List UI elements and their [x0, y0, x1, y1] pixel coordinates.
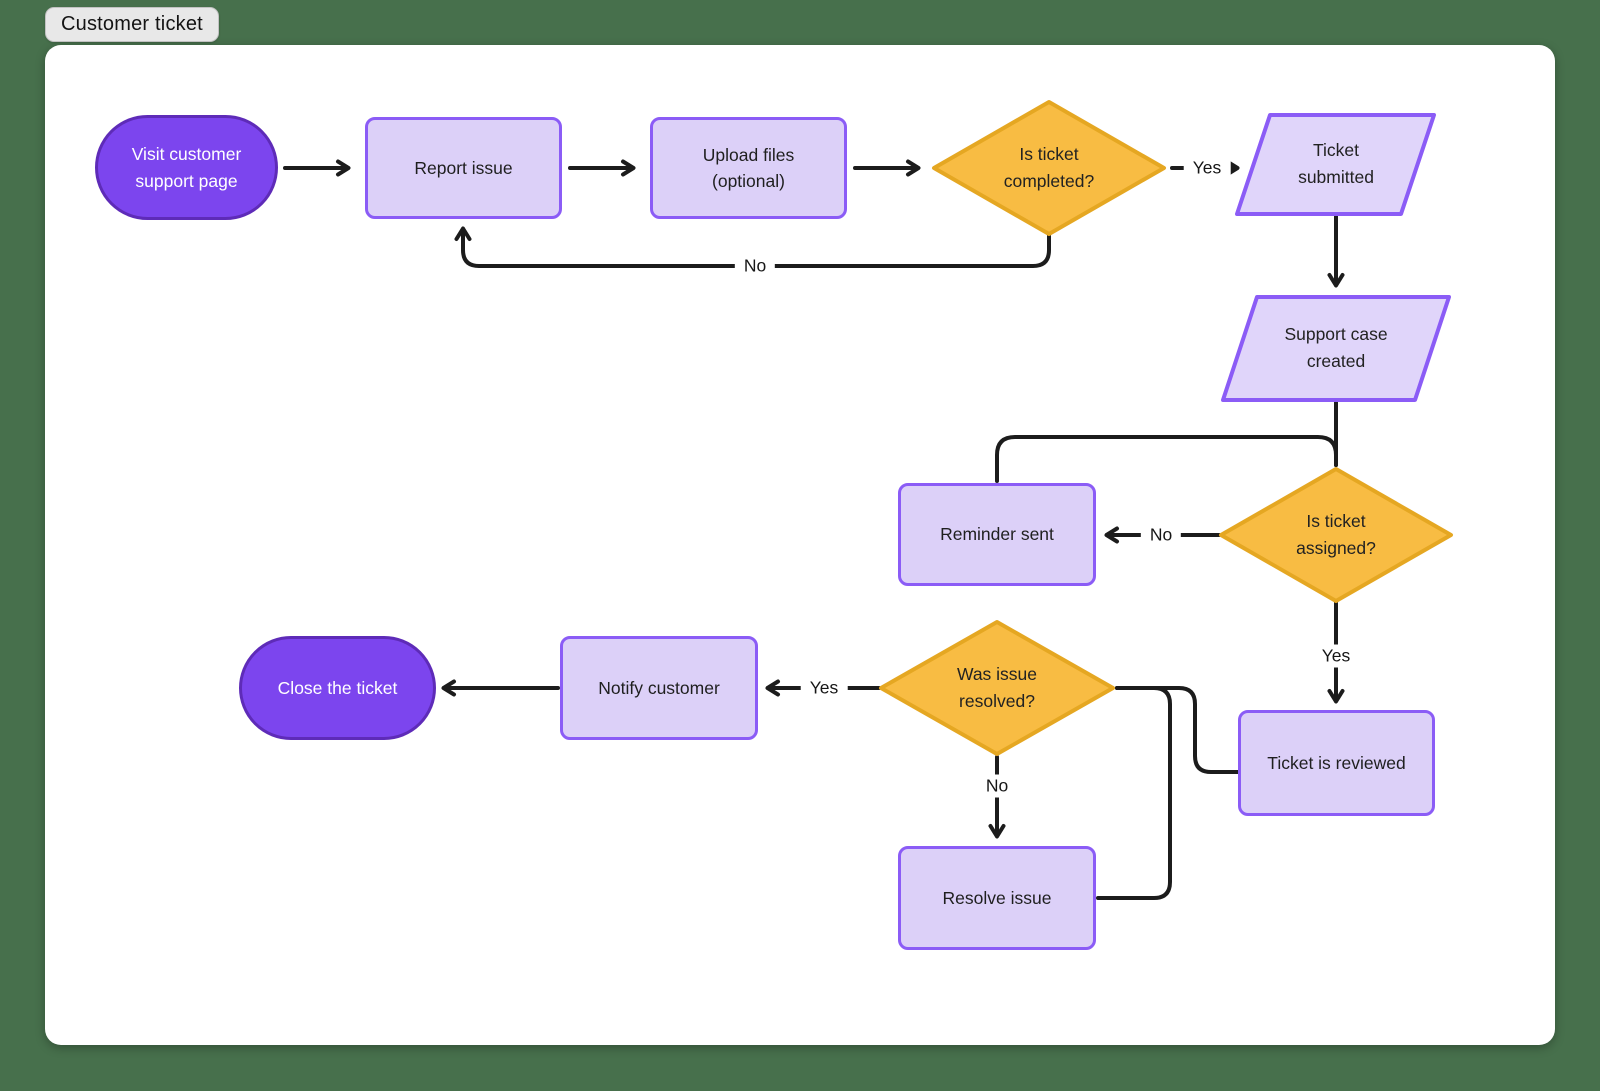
edge-resolveissue-loop-to-resolved[interactable]	[1096, 686, 1172, 900]
edge-label-resolved-no: No	[976, 774, 1018, 798]
node-label: Resolve issue	[942, 887, 1052, 908]
node-label: Notify customer	[598, 677, 720, 698]
node-notify-customer[interactable]: Notify customer	[560, 636, 758, 740]
node-label: Report issue	[414, 157, 513, 178]
edge-label-completed-yes: Yes	[1183, 156, 1231, 180]
node-label: Reminder sent	[940, 524, 1054, 545]
edge-label-assigned-no: No	[1140, 523, 1182, 547]
node-is-ticket-completed[interactable]	[932, 100, 1166, 236]
edge-label-completed-no: No	[734, 254, 776, 278]
node-upload-files[interactable]: Upload files (optional)	[650, 117, 847, 219]
node-visit-support-page[interactable]: Visit customer support page	[95, 115, 278, 220]
node-label: Ticket is reviewed	[1267, 752, 1406, 773]
edge-reminder-loop-to-assigned[interactable]	[995, 435, 1338, 483]
node-support-case-created[interactable]	[1221, 295, 1451, 402]
node-is-ticket-assigned[interactable]	[1219, 467, 1453, 603]
node-close-the-ticket[interactable]: Close the ticket	[239, 636, 436, 740]
edge-label-resolved-yes: Yes	[800, 676, 848, 700]
node-resolve-issue[interactable]: Resolve issue	[898, 846, 1096, 950]
diagram-canvas: Visit customer support page Report issue…	[45, 45, 1555, 1045]
edge-reviewed-to-resolved[interactable]	[1115, 686, 1240, 774]
node-label: Upload files (optional)	[702, 144, 795, 191]
diagram-title-tab[interactable]: Customer ticket	[45, 7, 219, 42]
node-ticket-is-reviewed[interactable]: Ticket is reviewed	[1238, 710, 1435, 816]
node-label: Close the ticket	[277, 677, 398, 698]
node-label: Visit customer support page	[131, 144, 242, 191]
node-report-issue[interactable]: Report issue	[365, 117, 562, 219]
edge-label-assigned-yes: Yes	[1312, 644, 1360, 668]
node-was-issue-resolved[interactable]	[879, 620, 1115, 756]
node-ticket-submitted[interactable]	[1235, 113, 1436, 216]
node-reminder-sent[interactable]: Reminder sent	[898, 483, 1096, 586]
diagram-title: Customer ticket	[61, 13, 203, 35]
